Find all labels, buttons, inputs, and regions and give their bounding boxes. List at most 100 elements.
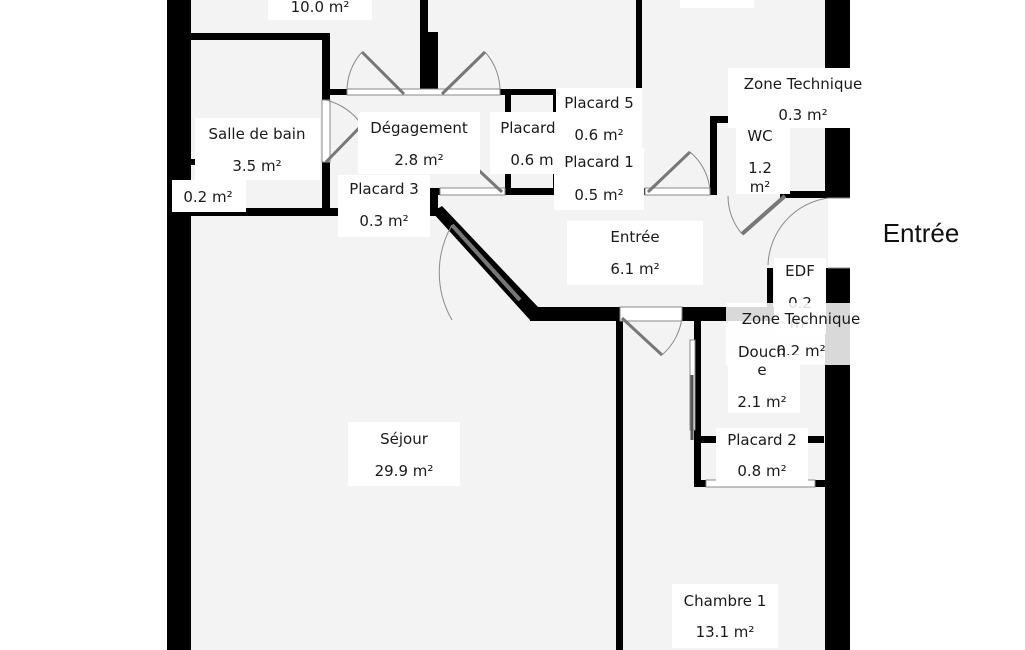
wall-placard2-bottom-right — [815, 480, 830, 487]
room-douche: Douch e 2.1 m² — [728, 343, 800, 413]
wall-bath-top — [180, 33, 330, 40]
room-area: 13.1 m² — [696, 623, 755, 641]
wall-douche-left — [694, 318, 701, 485]
label-box — [172, 180, 246, 212]
room-name: Placard 5 — [564, 94, 634, 112]
door-chambre-leaf — [620, 316, 664, 357]
room-area: 10.0 m² — [291, 0, 350, 16]
door-deg-right-arc — [484, 51, 501, 93]
room-area: 2.1 m² — [737, 393, 786, 411]
room-entree: Entrée 6.1 m² — [567, 221, 703, 285]
room-placard-3: Placard 3 0.3 m² — [338, 175, 430, 237]
wall-top-pillar — [420, 32, 438, 92]
door-placard1-leaf — [646, 150, 692, 194]
label-box — [726, 303, 850, 365]
room-area: 0.3 m² — [359, 212, 408, 230]
floor-fill — [180, 0, 828, 650]
entrance-label: Entrée — [883, 218, 960, 248]
room-name: Zone Technique — [744, 75, 862, 93]
opening-placard1 — [644, 187, 711, 196]
door-wc-leaf — [740, 194, 787, 236]
wall-wc-top — [710, 116, 745, 123]
room-name: Dégagement — [370, 119, 468, 137]
room-name: Entrée — [610, 228, 659, 246]
label-box — [338, 175, 430, 237]
door-bath-leaf — [324, 123, 364, 164]
label-box — [358, 112, 480, 174]
label-box — [716, 428, 808, 482]
room-area: 29.9 m² — [375, 462, 434, 480]
label-box — [554, 148, 644, 210]
room-name: Chambre 1 — [684, 592, 767, 610]
label-box — [195, 118, 320, 180]
room-name: EDF — [785, 262, 815, 280]
room-name-line2: e — [757, 361, 766, 379]
room-chambre-1: Chambre 1 13.1 m² — [672, 584, 778, 648]
opening-bath-right — [321, 99, 331, 163]
opening-placard3 — [439, 187, 506, 196]
door-wc-arc — [727, 195, 743, 235]
label-box — [736, 126, 790, 194]
door-chambre-arc — [661, 317, 683, 356]
door-sejour-leaf — [450, 223, 522, 302]
wall-outer-left — [167, 0, 191, 650]
room-area: 0.5 m² — [574, 186, 623, 204]
room-top-room: 10.0 m² — [268, 0, 372, 20]
door-entree-arc — [767, 197, 829, 266]
room-wc: WC 1.2 m² — [736, 126, 790, 196]
room-placard-1: Placard 1 0.5 m² — [554, 148, 644, 210]
wall-wc-bottom — [780, 191, 828, 198]
room-labels: 10.0 m² Salle de bain 3.5 m² 0.2 m² Déga… — [172, 0, 959, 648]
label-box — [556, 88, 642, 148]
door-deg-left-leaf — [360, 50, 406, 96]
room-name-line1: Douch — [738, 343, 786, 361]
label-box — [728, 355, 800, 413]
wall-edf-left — [767, 268, 773, 320]
label-box — [268, 0, 372, 20]
wall-sejour-top — [530, 307, 620, 321]
door-placard1-arc — [689, 151, 711, 193]
room-area: 2.8 m² — [394, 151, 443, 169]
wall-placard2-bottom — [694, 480, 706, 487]
room-area: 0.8 m² — [737, 462, 786, 480]
opening-deg-top — [346, 88, 501, 96]
door-deg-left-arc — [346, 51, 363, 93]
room-area: 0.3 m² — [778, 106, 827, 124]
wall-top-room-right — [636, 0, 642, 95]
room-area: 0.6 m² — [574, 126, 623, 144]
label-box — [567, 221, 703, 285]
room-sejour: Séjour 29.9 m² — [348, 422, 460, 486]
opening-chambre — [619, 306, 683, 322]
room-name: Séjour — [380, 430, 429, 448]
label-box — [348, 422, 460, 486]
room-placard-2: Placard 2 0.8 m² — [716, 428, 808, 482]
wall-small-storage-top — [178, 159, 198, 165]
room-name: Zone Technique — [742, 310, 860, 328]
label-box — [728, 68, 850, 128]
wall-wc-left — [710, 118, 717, 195]
room-zone-technique-2: Zone Technique 0.2 m² — [726, 303, 860, 365]
room-area: 3.5 m² — [232, 157, 281, 175]
room-name: Placard 4 — [500, 119, 570, 137]
room-name: Placard 3 — [349, 180, 419, 198]
room-name: Salle de bain — [209, 125, 306, 143]
wall-bath-bottom — [180, 208, 440, 216]
room-area-line1: 1.2 — [748, 159, 772, 177]
room-degagement: Dégagement 2.8 m² — [358, 112, 480, 174]
wall-mid-stub — [430, 188, 438, 216]
wall-sejour-chambre — [616, 318, 623, 650]
top-right-label-box — [680, 0, 754, 8]
room-zone-technique-1: Zone Technique 0.3 m² — [728, 68, 862, 128]
room-small-storage: 0.2 m² — [172, 180, 246, 212]
room-salle-de-bain: Salle de bain 3.5 m² — [195, 118, 320, 180]
room-name: WC — [747, 127, 772, 145]
room-area: 6.1 m² — [610, 260, 659, 278]
label-box — [672, 584, 778, 648]
room-area: 0.2 m² — [183, 188, 232, 206]
room-area: 0.6 m² — [510, 151, 559, 169]
wall-deg-top-left — [322, 89, 347, 95]
door-sejour-arc — [438, 224, 453, 321]
floors — [180, 0, 850, 650]
room-placard-5: Placard 5 0.6 m² — [556, 88, 642, 148]
